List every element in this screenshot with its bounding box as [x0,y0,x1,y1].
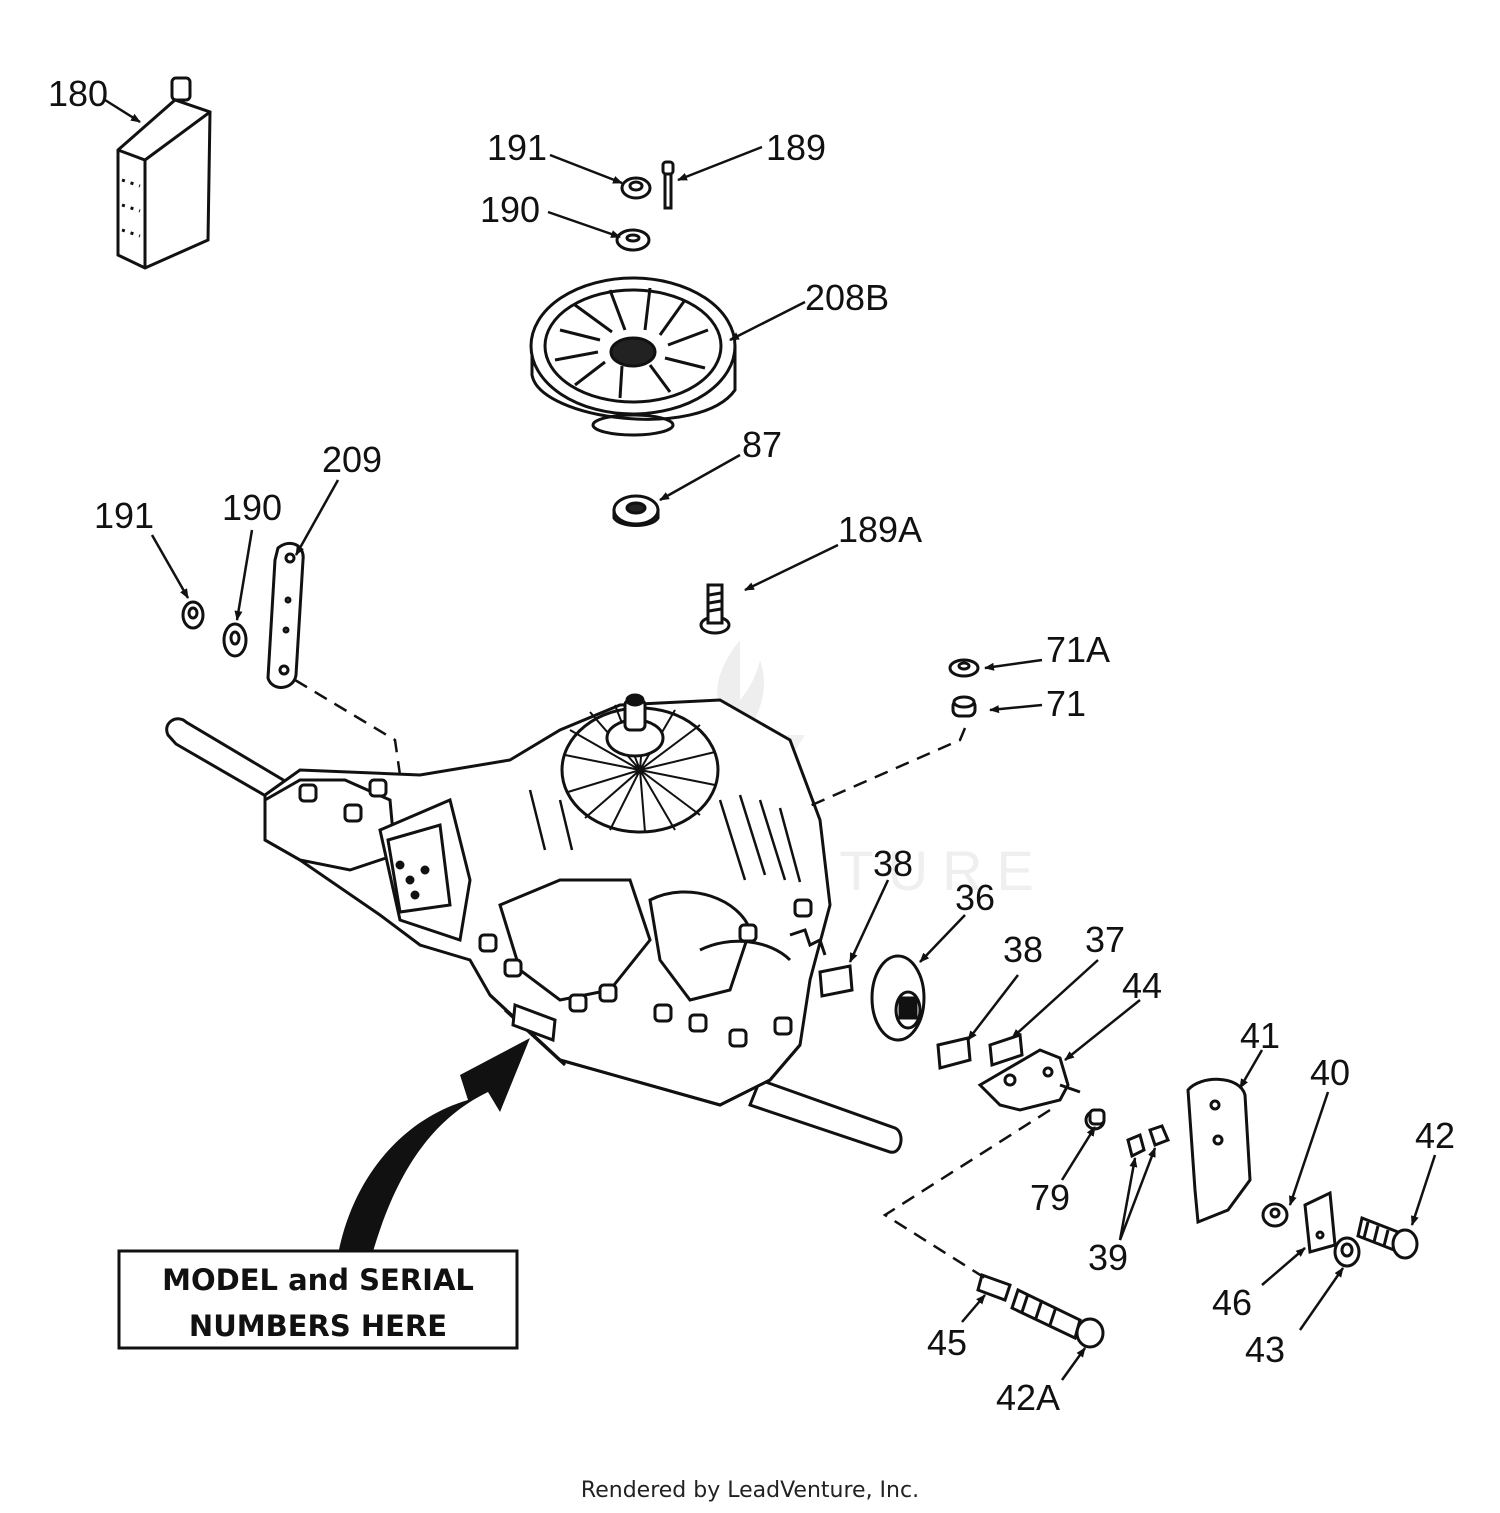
model-serial-line2: NUMBERS HERE [189,1309,447,1343]
callout-191-left: 191 [94,495,154,536]
washer-190-left-part [222,622,248,658]
washer-190-top-part [615,228,651,252]
callout-36: 36 [955,877,995,918]
callout-44: 44 [1122,965,1162,1006]
bolt-42-part [1356,1215,1419,1260]
nut-191-left-part [181,600,205,630]
callout-180: 180 [48,73,108,114]
callout-42: 42 [1415,1115,1455,1156]
bracket-46-part [1303,1190,1337,1254]
callout-42a: 42A [996,1377,1060,1418]
callout-40: 40 [1310,1052,1350,1093]
bolt-189a-part [699,583,731,635]
spring-37-part [988,1032,1024,1068]
nut-79-part [1084,1108,1106,1131]
footer-credit: Rendered by LeadVenture, Inc. [580,1478,920,1503]
callout-labels: 180 191 189 190 208B 87 209 191 190 189A… [48,73,1455,1418]
callout-189: 189 [766,127,826,168]
lever-44-part [977,1048,1081,1112]
arm-209-part [266,541,305,689]
callout-37: 37 [1085,919,1125,960]
nut-71-part [951,695,977,718]
callout-39: 39 [1088,1237,1128,1278]
callout-79: 79 [1030,1177,1070,1218]
callout-189a: 189A [838,509,922,550]
plate-41-part [1186,1077,1252,1225]
callout-46: 46 [1212,1282,1252,1323]
callout-43: 43 [1245,1329,1285,1370]
callout-209: 209 [322,439,382,480]
callout-45: 45 [927,1322,967,1363]
cam-36-part [870,954,926,1042]
nut-71a-part [948,658,980,678]
washer-87-part [612,494,660,527]
serial-location-arrow [338,1038,530,1255]
callout-208b: 208B [805,277,889,318]
callout-41: 41 [1240,1015,1280,1056]
callout-71: 71 [1046,683,1086,724]
bolt-42a-part [1010,1287,1105,1349]
bolt-189-part [661,160,675,210]
key-38-b-part [936,1036,972,1070]
nut-191-top-part [620,176,652,200]
callout-190-left: 190 [222,487,282,528]
pins-39-part [1126,1124,1170,1159]
transaxle-assembly [165,693,903,1154]
pulley-208b-part [529,276,737,437]
model-serial-label: MODEL and SERIAL NUMBERS HERE [117,1249,519,1350]
callout-38-a: 38 [873,843,913,884]
callout-87: 87 [742,424,782,465]
nut-40-part [1261,1202,1289,1228]
model-serial-line1: MODEL and SERIAL [162,1263,474,1297]
callout-191-top: 191 [487,127,547,168]
callout-38-b: 38 [1003,929,1043,970]
callout-71a: 71A [1046,629,1110,670]
spacer-45-part [976,1273,1012,1302]
oil-bottle-part [116,76,212,270]
leader-lines [104,98,1437,1381]
callout-190-top: 190 [480,189,540,230]
key-38-a-part [818,964,854,998]
nut-43-part [1333,1236,1361,1268]
assembly-dashed-lines [294,678,1051,1280]
